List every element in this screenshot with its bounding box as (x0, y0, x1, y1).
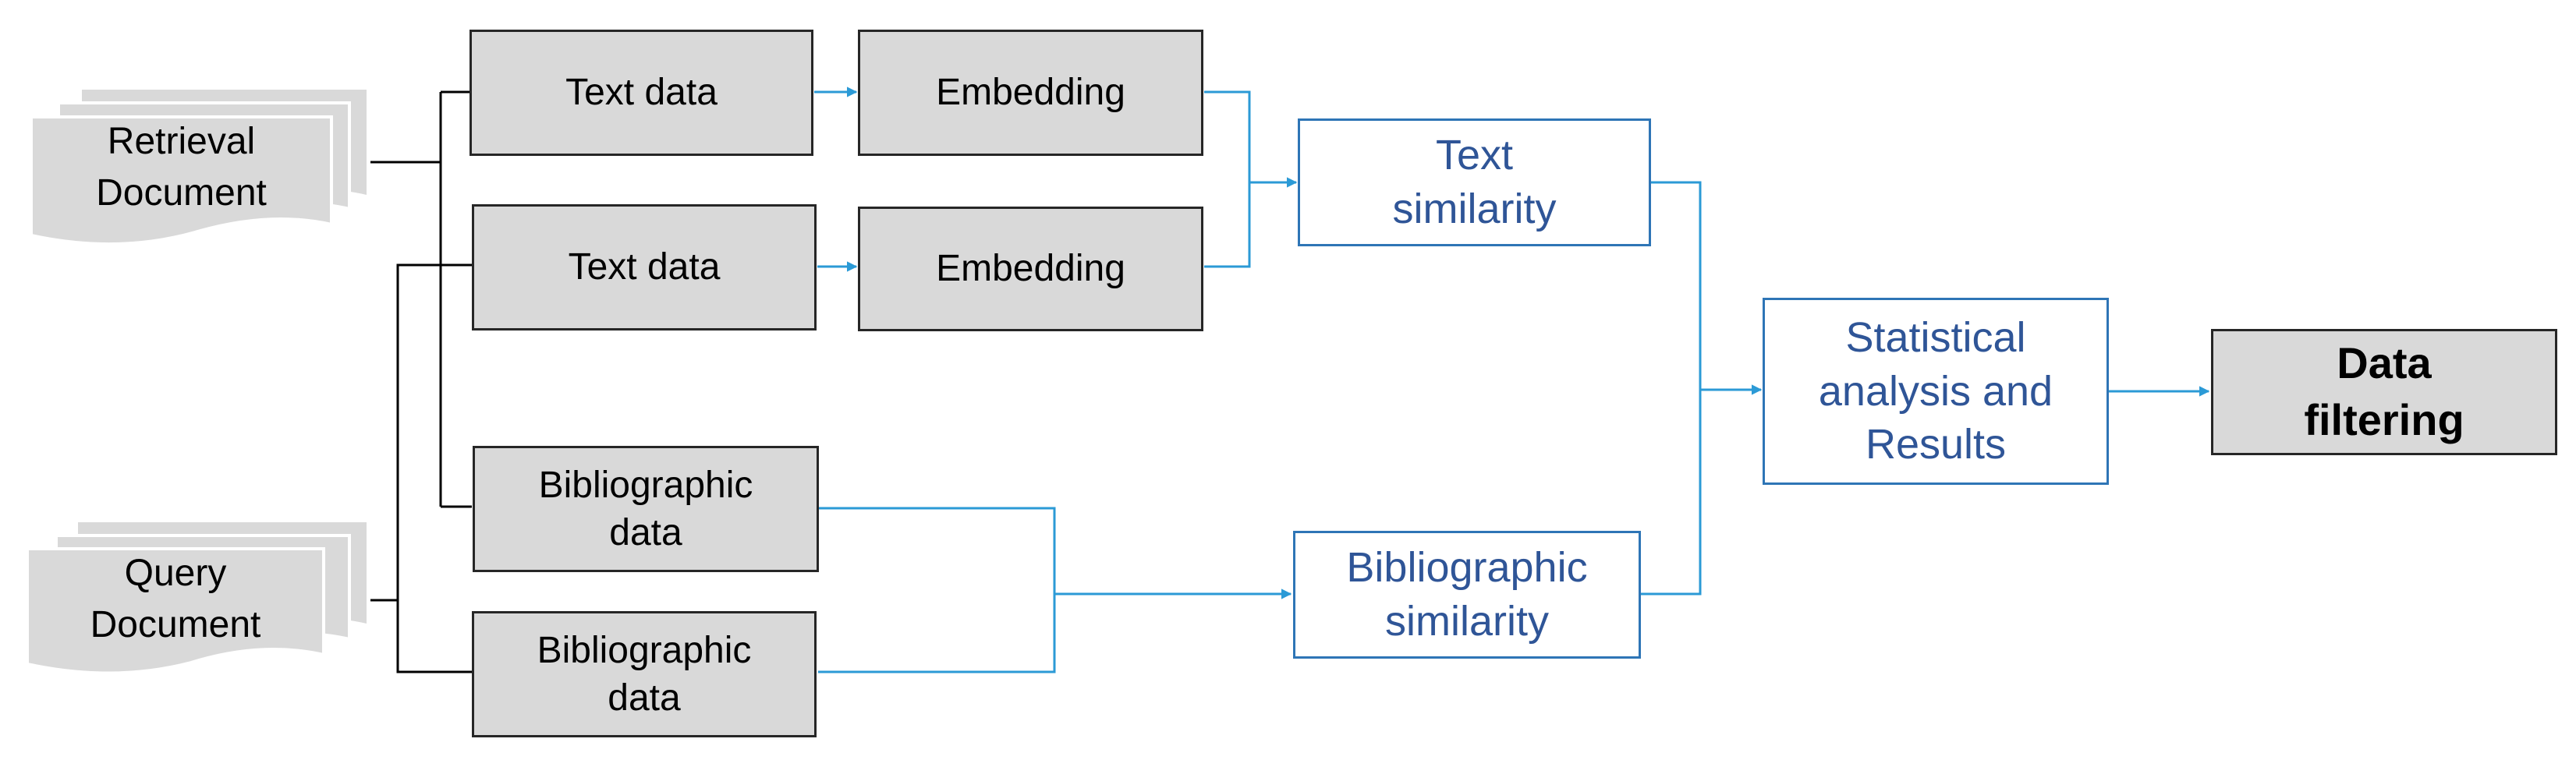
document-stack-icon (30, 90, 367, 246)
embedding-box: Embedding (858, 207, 1203, 331)
text-similarity-box: Text similarity (1298, 118, 1651, 246)
text-data-box: Text data (469, 30, 813, 156)
query-document-label: Query Document (90, 552, 261, 645)
flow-arrows (814, 87, 2210, 673)
statistical-analysis-box: Statistical analysis and Results (1763, 298, 2109, 485)
retrieval-document-label: Retrieval Document (96, 120, 267, 214)
data-filtering-box: Data filtering (2211, 329, 2557, 455)
text-data-box: Text data (472, 204, 817, 330)
document-connectors (370, 90, 472, 673)
bibliographic-similarity-box: Bibliographic similarity (1293, 531, 1641, 659)
document-stack-icon (26, 522, 367, 675)
bibliographic-data-box: Bibliographic data (473, 446, 819, 572)
bibliographic-data-box: Bibliographic data (472, 611, 817, 737)
embedding-box: Embedding (858, 30, 1203, 156)
